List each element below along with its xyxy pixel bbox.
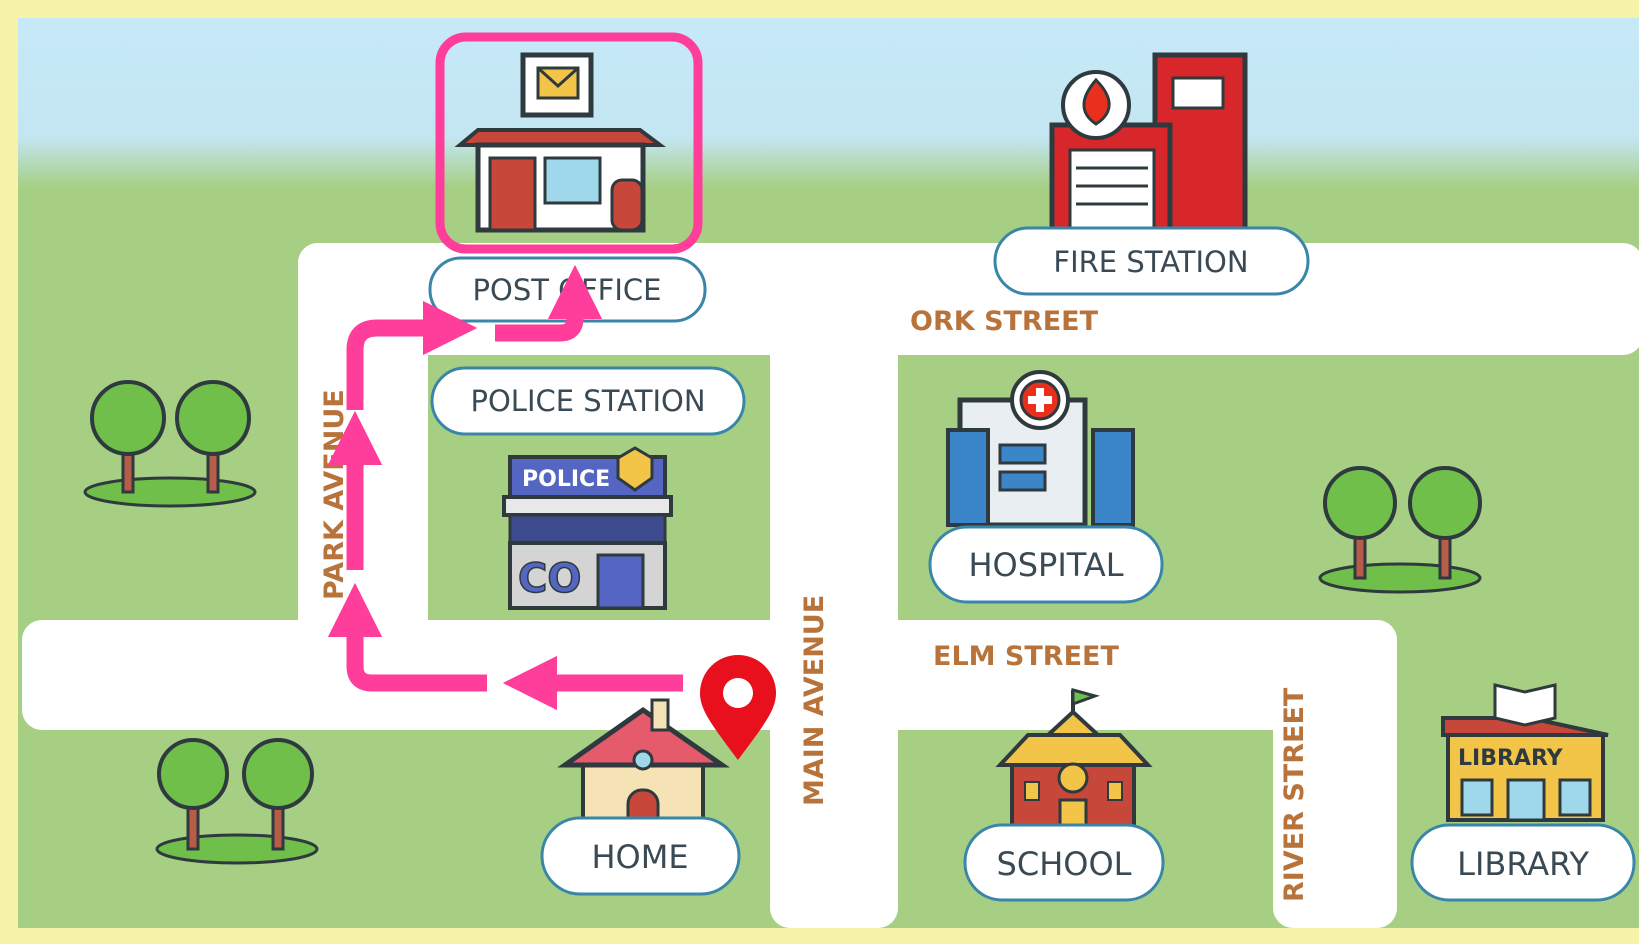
destination-highlight <box>435 32 703 254</box>
tree-group-icon <box>83 380 257 508</box>
library-sign: LIBRARY <box>1458 746 1564 771</box>
main-avenue-label: MAIN AVENUE <box>799 595 830 806</box>
hospital-text: HOSPITAL <box>968 546 1123 584</box>
police-station-text: POLICE STATION <box>470 384 705 418</box>
route <box>327 264 683 711</box>
sky <box>18 18 1639 188</box>
river-street-road <box>1273 620 1397 928</box>
main-avenue-road <box>770 243 898 928</box>
badge-icon <box>616 446 654 492</box>
post-office-icon[interactable] <box>454 52 666 233</box>
police-wall-text: CO <box>518 556 581 602</box>
police-sign: POLICE <box>522 467 610 492</box>
fire-station-icon[interactable] <box>1049 52 1248 233</box>
hospital-label[interactable]: HOSPITAL <box>928 525 1164 604</box>
home-text: HOME <box>591 838 688 876</box>
fire-station-label[interactable]: FIRE STATION <box>993 226 1310 296</box>
school-text: SCHOOL <box>997 845 1132 883</box>
hospital-icon[interactable] <box>946 370 1135 528</box>
location-pin-icon[interactable] <box>700 655 776 760</box>
home-label[interactable]: HOME <box>540 816 741 896</box>
ork-street-label: ORK STREET <box>910 306 1099 337</box>
tree-group-icon <box>1318 466 1482 594</box>
tree-group-icon <box>155 738 319 865</box>
police-station-label[interactable]: POLICE STATION <box>430 366 746 436</box>
library-label[interactable]: LIBRARY <box>1410 823 1636 902</box>
elm-street-label: ELM STREET <box>933 641 1119 672</box>
library-icon[interactable]: LIBRARY <box>1441 683 1609 822</box>
school-label[interactable]: SCHOOL <box>963 823 1165 902</box>
river-street-label: RIVER STREET <box>1279 687 1310 902</box>
route-arrow-turn-east <box>346 300 478 410</box>
open-book-icon <box>1493 683 1557 727</box>
police-station-icon[interactable]: POLICE CO <box>502 446 673 610</box>
route-arrow-turn-north <box>327 582 487 692</box>
park-avenue-label: PARK AVENUE <box>319 389 350 600</box>
route-arrow-to-destination <box>495 264 603 342</box>
fire-station-text: FIRE STATION <box>1053 245 1248 279</box>
school-icon[interactable] <box>995 688 1153 830</box>
library-text: LIBRARY <box>1457 845 1589 883</box>
clock-icon <box>1057 762 1089 794</box>
